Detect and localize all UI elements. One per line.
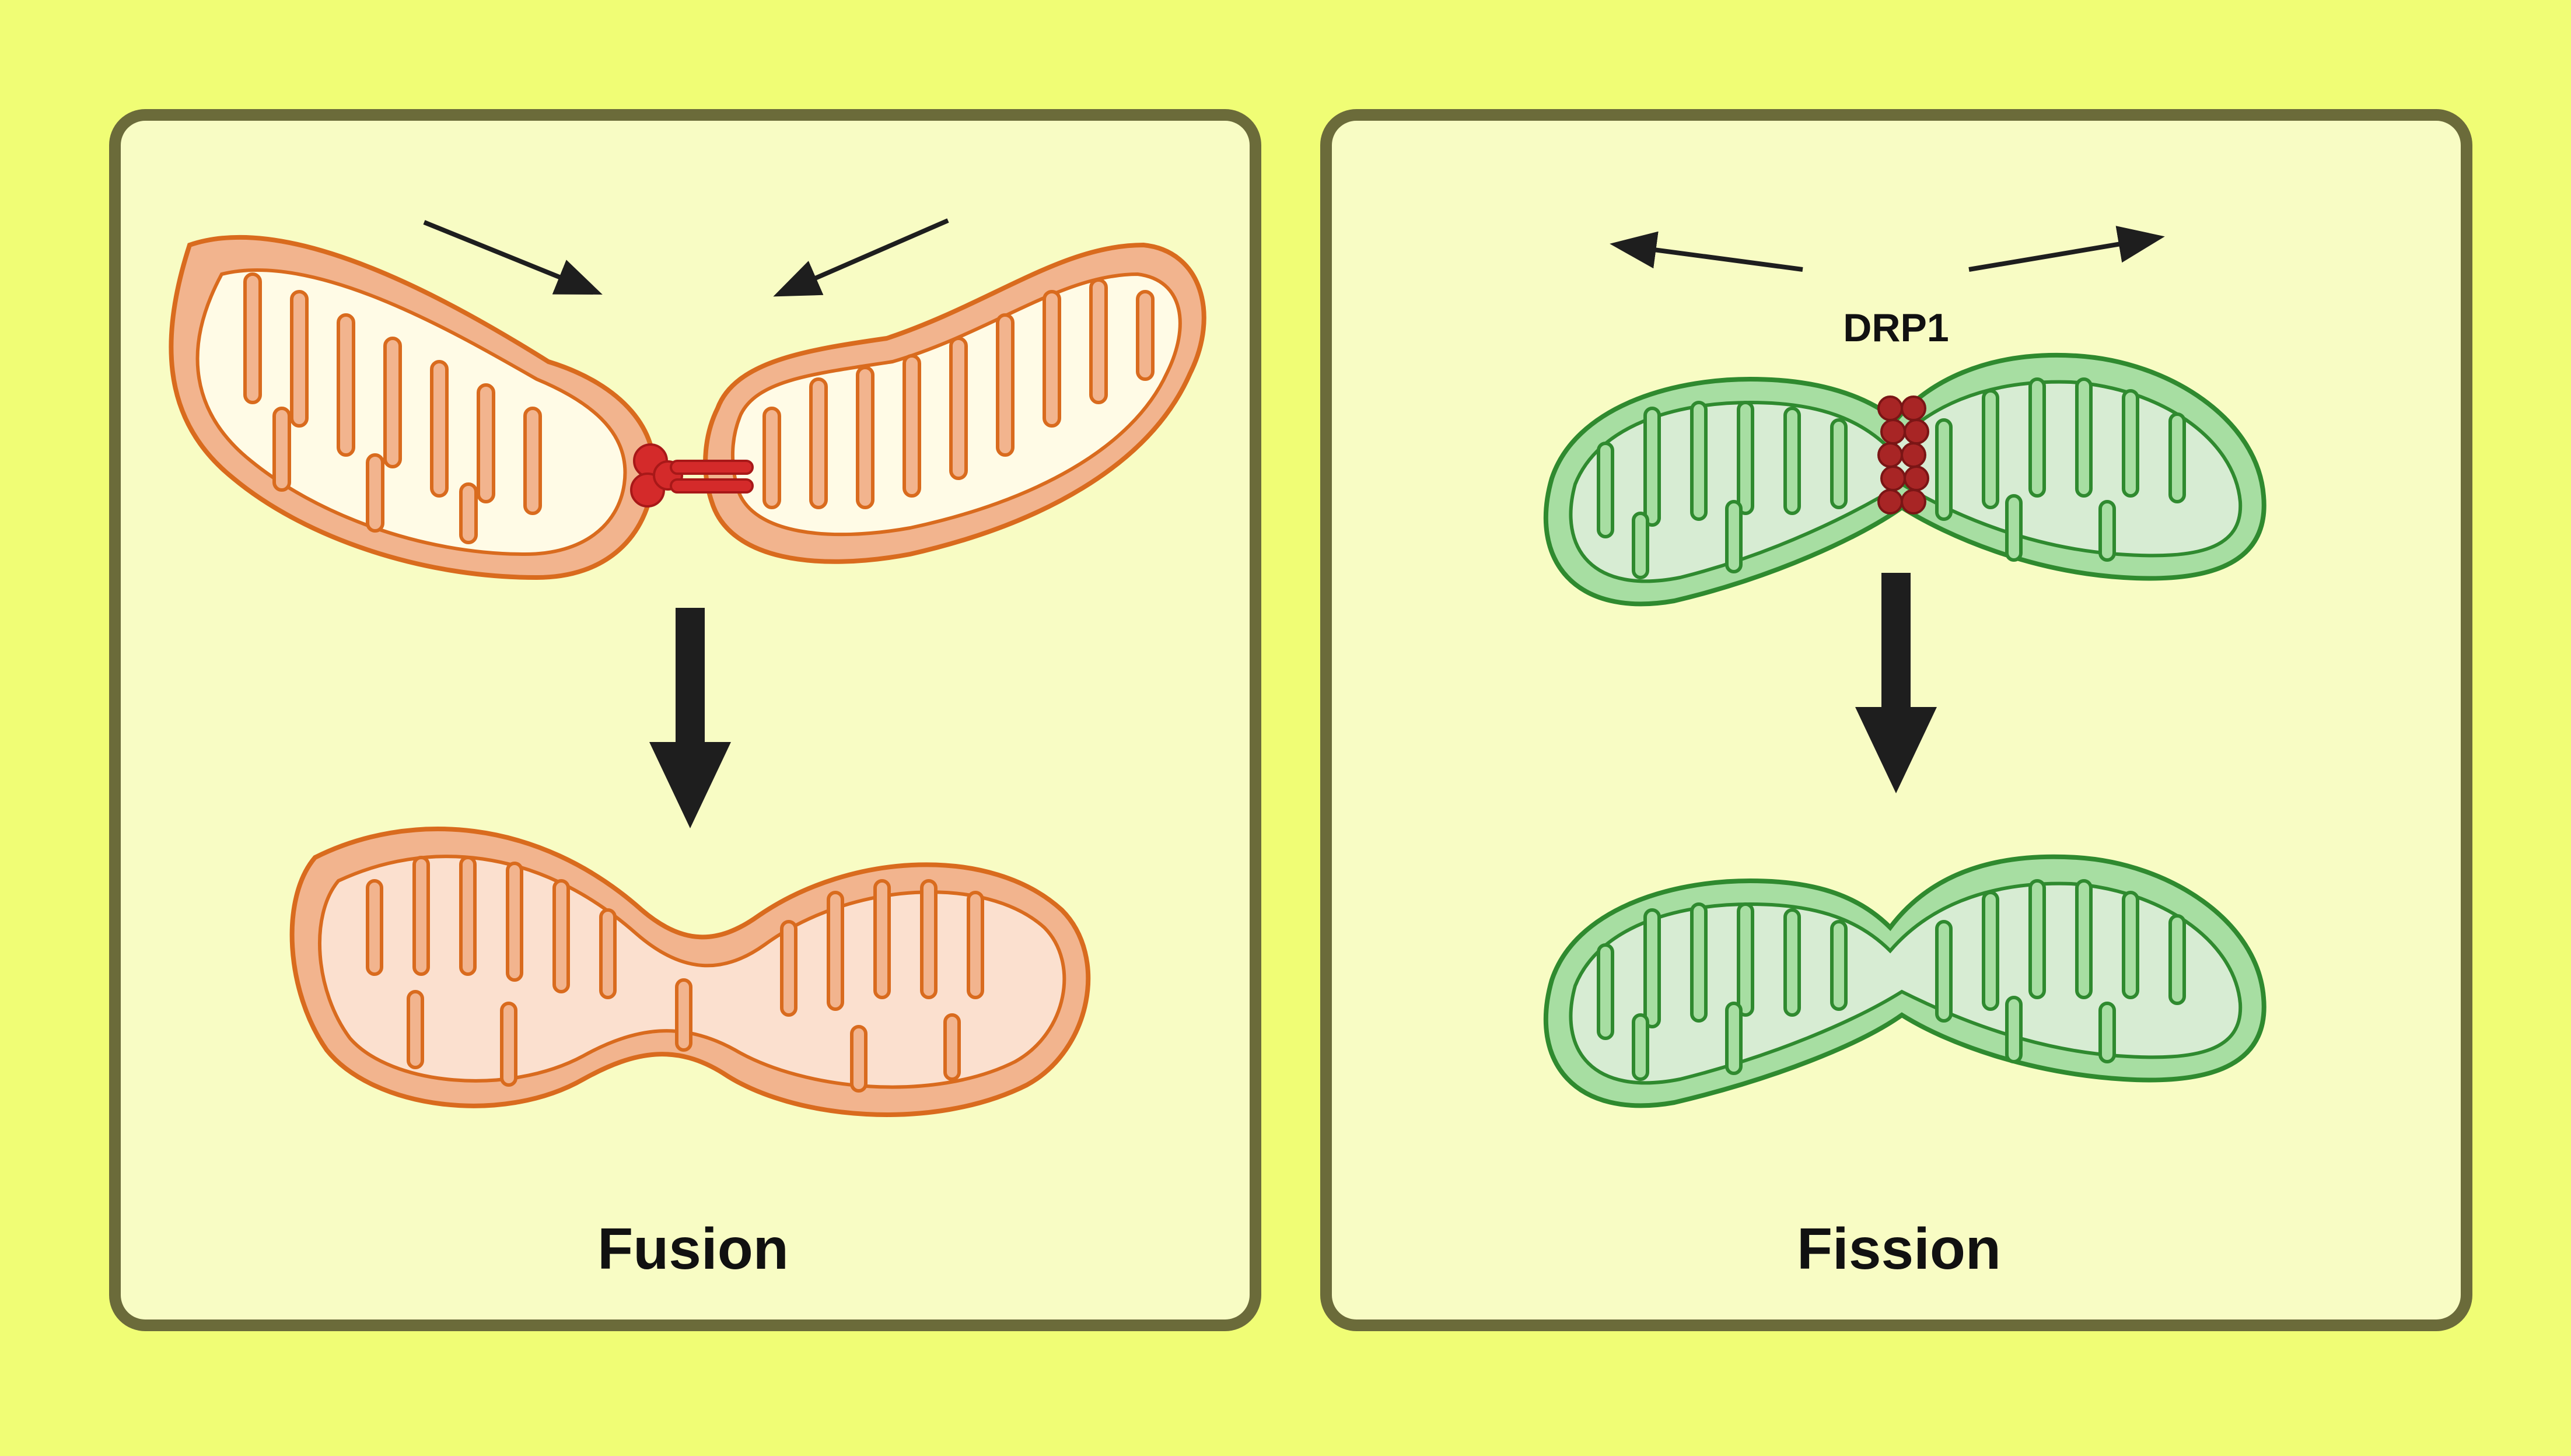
fused-mitochondrion [289, 827, 1091, 1117]
mitofusin-tether-icon [630, 443, 754, 508]
fission-right-outgoing-arrow [1968, 226, 2165, 272]
fusion-left-incoming-arrow [423, 220, 603, 295]
fusion-mitochondrion-right [703, 242, 1206, 564]
fusion-mitochondrion-left [169, 235, 657, 580]
fission-down-arrow-icon [1855, 573, 1937, 793]
fusion-down-arrow-icon [649, 608, 731, 828]
fusion-right-incoming-arrow [773, 218, 949, 297]
fission-panel: DRP1 [1320, 109, 2472, 1331]
drp1-label: DRP1 [1843, 306, 1949, 350]
fission-caption: Fission [1797, 1216, 2001, 1282]
fusion-panel: Fusion [109, 109, 1261, 1331]
fission-left-outgoing-arrow [1610, 231, 1803, 272]
fusion-caption: Fusion [597, 1216, 789, 1282]
fission-mitochondrion-result [1543, 854, 2266, 1108]
drp1-ring-icon [1877, 396, 1929, 514]
